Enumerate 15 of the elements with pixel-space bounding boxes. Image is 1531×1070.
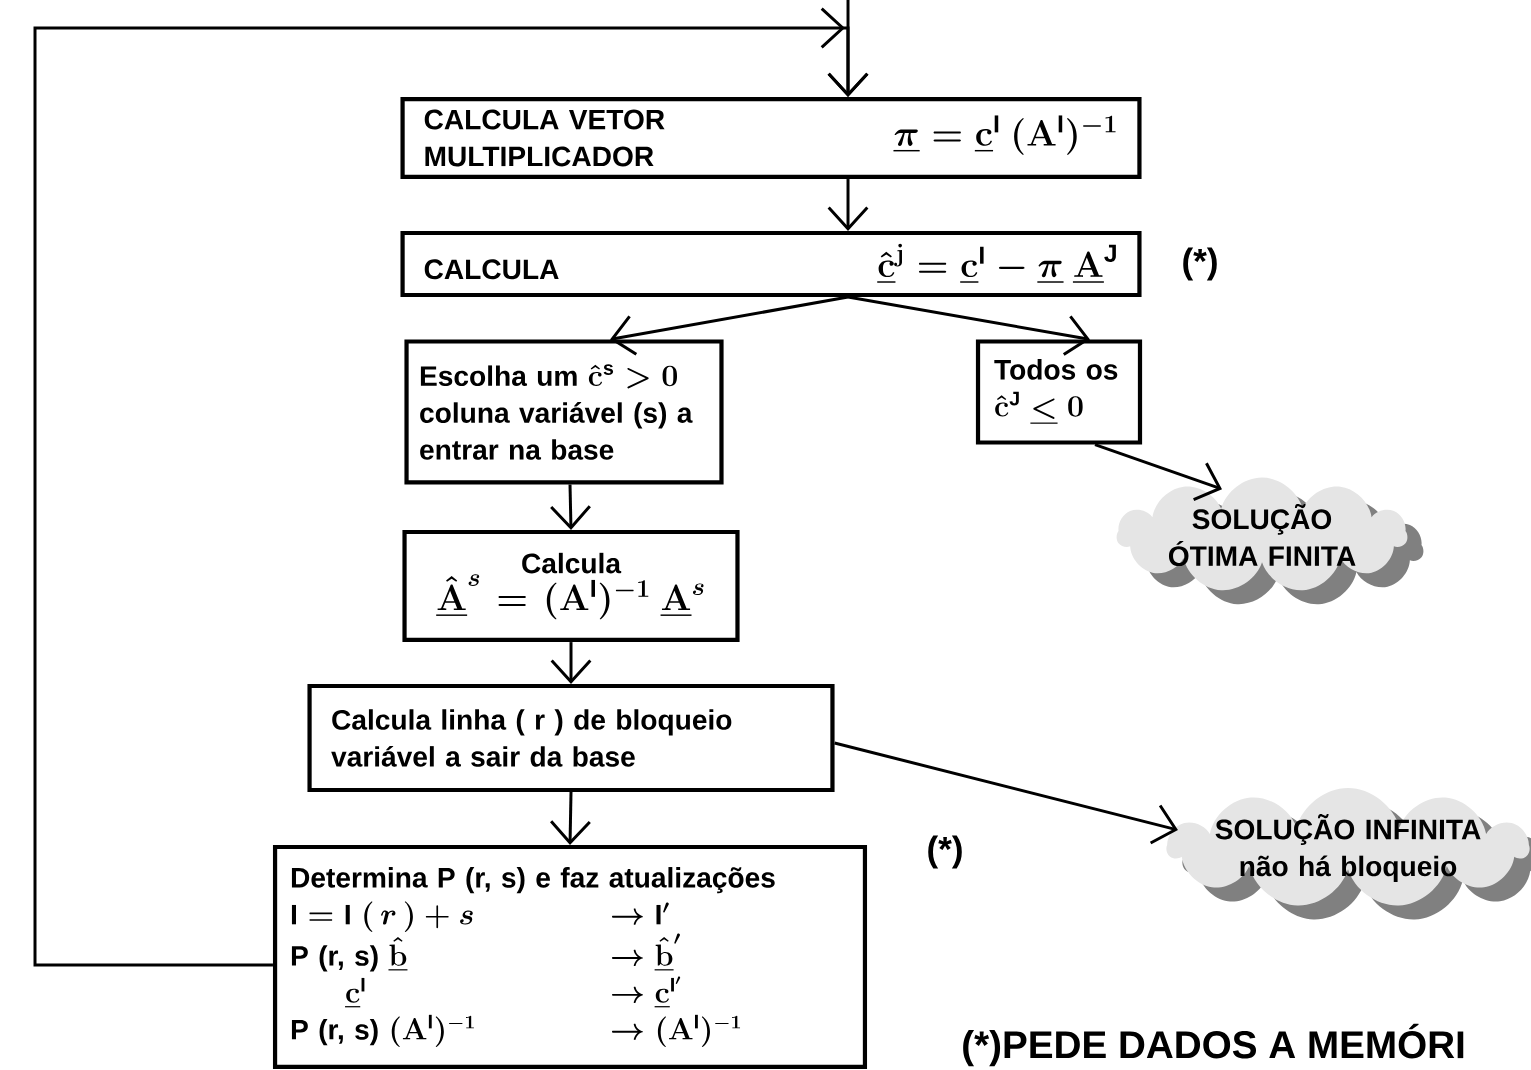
note-marker: (*) [928, 835, 962, 869]
arrow [847, 295, 1090, 356]
process-box: Calcula $\underline{\hat{\mathbf{A}}}^{s} = (\mathbf{A}^{\mathrm{I}})^{-1}\ \underline{\mathbf{A}}^{s}$ [402, 529, 740, 643]
note-marker: (*) [1183, 247, 1217, 281]
process-box: Calcula linha ( r ) de bloqueio variável a sair da base [307, 683, 835, 793]
arrow [610, 295, 849, 356]
process-box: Determina P (r, s) e faz atualizações $\mathrm{I} = \mathrm{I}\ (\,r\,) + s$ $\rightarrow \mathrm{I}'$ $\text{P (r, s) }\underline{\hat{\mathbf{b}}}$ $\rightarrow \underline{\hat{\mathbf{b}}}'$ $\underline{\mathbf{c}}^{\mathrm{I}}$ $\rightarrow \underline{\mathbf{c}}^{\mathrm{I}'}$ $\text{P (r, s) }(\mathbf{A}^{\mathrm{I}})^{-1}$ $\rightarrow (\mathbf{A}^{\mathrm{I}})^{-1}$ [272, 844, 868, 1070]
arrow [834, 741, 1178, 845]
footnote: (*)PEDE DADOS A MEMÓRI [963, 1023, 1464, 1067]
process-box: CALCULA $\underline{\hat{\mathbf{c}}}^{\mathbf{j}} = \underline{\mathbf{c}}^{\mathrm{I}} - \underline{\pi}\ \underline{\mathbf{A}}^{\mathrm{J}}$ [400, 230, 1142, 298]
process-box: CALCULA VETOR MULTIPLICADOR $\underline{\pi} = \underline{\mathbf{c}}^{\mathrm{I}}\ (\mathbf{A}^{\mathrm{I}})^{-1}$ [400, 96, 1142, 180]
process-box: $\text{Escolha um }\hat{\mathbf{c}}^{\mathrm{s}} > 0$ coluna variável (s) a entrar na base [404, 339, 724, 485]
arrow [1094, 443, 1222, 502]
arrow [827, 0, 869, 97]
process-box: Todos os $\hat{\mathbf{c}}^{\mathrm{J}}\ \underline{<}\ 0$ [975, 339, 1143, 445]
